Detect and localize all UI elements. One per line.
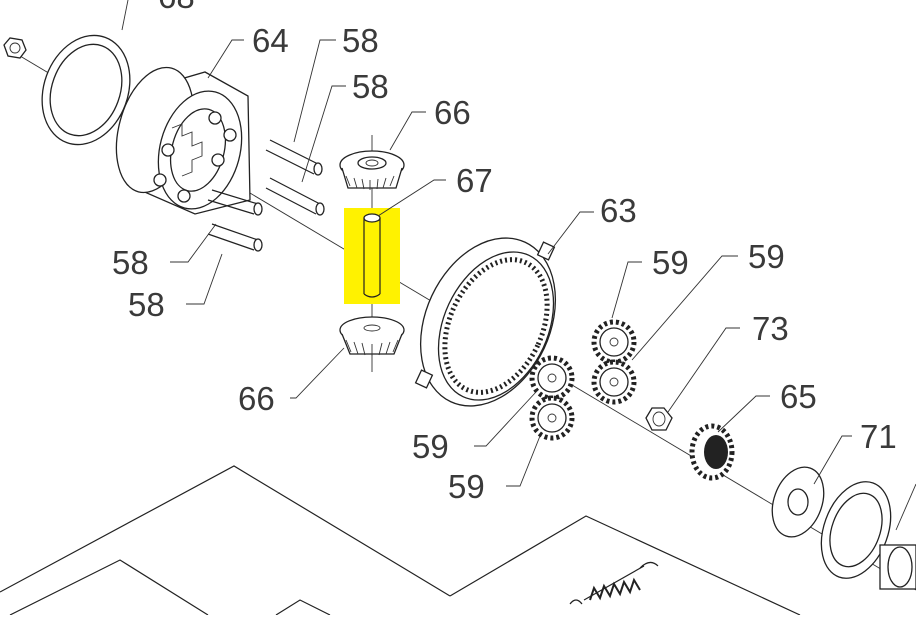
label-63: 63 xyxy=(600,192,637,229)
pin-58-d xyxy=(207,223,263,252)
spur-gear-icon xyxy=(529,395,575,441)
washer-icon xyxy=(41,34,131,146)
label-65: 65 xyxy=(780,378,817,415)
label-58-bottom: 58 xyxy=(128,286,165,323)
leader-lines xyxy=(121,0,916,531)
bevel-gear-icon xyxy=(339,316,405,356)
pinion-shaft xyxy=(363,213,381,298)
label-59-lower-left: 59 xyxy=(412,428,449,465)
spring-icon xyxy=(569,561,659,605)
spur-gear-icon xyxy=(591,319,637,365)
label-59-upper-left: 59 xyxy=(652,244,689,281)
label-66-top: 66 xyxy=(434,94,471,131)
label-58-lower: 58 xyxy=(112,244,149,281)
carrier-housing xyxy=(115,66,251,215)
label-71: 71 xyxy=(860,418,897,455)
label-66-bottom: 66 xyxy=(238,380,275,417)
pin-58-c xyxy=(207,189,263,216)
label-73: 73 xyxy=(752,310,789,347)
bushing-part xyxy=(879,544,916,590)
label-58-second: 58 xyxy=(352,68,389,105)
part-labels: 68 64 58 58 66 67 63 59 59 73 58 58 65 6… xyxy=(112,0,897,505)
ring-gear-icon xyxy=(414,237,557,407)
hex-nut-icon xyxy=(3,37,27,59)
spur-gear-icon xyxy=(529,355,575,401)
label-59-bottom: 59 xyxy=(448,468,485,505)
shaft-highlight xyxy=(344,208,400,304)
pin-58-b xyxy=(265,177,325,216)
spur-gear-icon xyxy=(591,359,637,405)
hex-nut-icon xyxy=(645,407,673,431)
washer-icon xyxy=(771,466,825,538)
label-68: 68 xyxy=(158,0,195,15)
pin-58-a xyxy=(265,139,323,176)
base-plate-outline xyxy=(0,465,801,616)
label-67: 67 xyxy=(456,162,493,199)
spur-gear-icon xyxy=(689,423,735,481)
washer-icon xyxy=(820,481,892,579)
label-58-top: 58 xyxy=(342,22,379,59)
label-64: 64 xyxy=(252,22,289,59)
bevel-gear-icon xyxy=(339,150,405,190)
label-59-upper-right: 59 xyxy=(748,238,785,275)
